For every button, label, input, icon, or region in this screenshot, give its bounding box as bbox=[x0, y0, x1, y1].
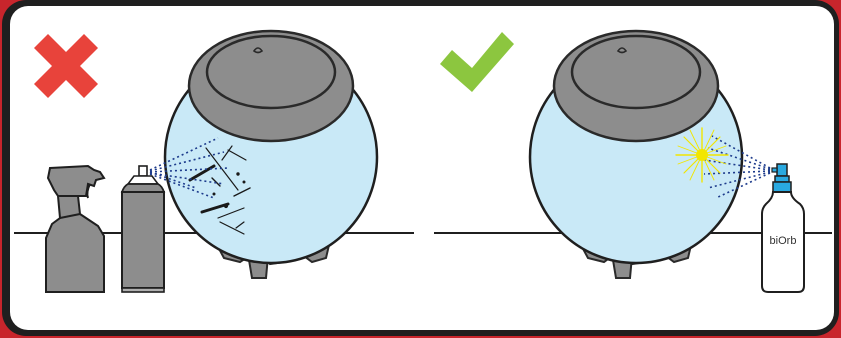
pump-head bbox=[777, 164, 787, 176]
bottle-brand-label: biOrb bbox=[770, 235, 797, 247]
tank-lid-top bbox=[207, 36, 335, 108]
tank-lid-top-right bbox=[572, 36, 700, 108]
pump-nozzle bbox=[772, 168, 777, 172]
trigger-spray-bottle bbox=[46, 166, 104, 292]
aerosol-nozzle bbox=[139, 166, 147, 176]
aerosol-can bbox=[122, 166, 164, 292]
